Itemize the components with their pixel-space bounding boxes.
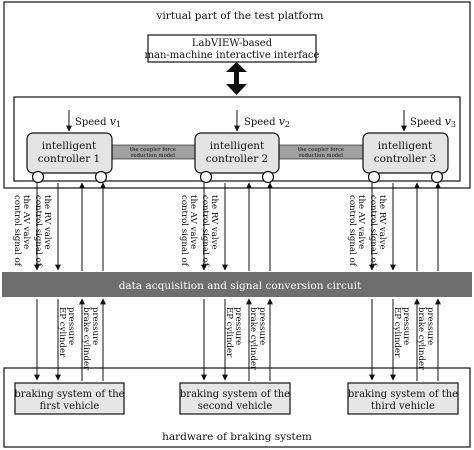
ctrl1-rv-signal-label-line1: control signal of [33, 195, 43, 267]
hmi-label-line1: LabVIEW-based [192, 38, 273, 49]
speed-input-3: Speed v3 [401, 110, 456, 132]
braking-system-3-line2: third vehicle [371, 401, 435, 412]
braking-system-3-line1: braking system of the [348, 389, 458, 400]
speed-input-2: Speed v2 [234, 110, 290, 132]
controller-2-box [194, 132, 280, 174]
controllers-frame [13, 96, 461, 182]
ctrl3-rv-signal-label-line1: control signal of [368, 195, 378, 267]
brake1-ep-label-line1: EP cylinder [57, 307, 67, 358]
controller-3-label-line2: controller 3 [374, 153, 437, 165]
braking-system-2-box [179, 382, 291, 415]
controller-1-label-line2: controller 1 [38, 153, 101, 165]
virtual-part-title: virtual part of the test platform [155, 10, 323, 22]
controller-1-wheel-right [94, 170, 108, 184]
brake2-ep-label-line2: pressure [233, 307, 243, 345]
controller-1-box [26, 132, 113, 174]
hmi-box [147, 34, 317, 63]
daq-bar [2, 272, 472, 297]
ctrl3-av-signal-label-line1: control signal of [347, 195, 357, 267]
svg-text:Speed v1: Speed v1 [75, 115, 121, 129]
coupler-label-2-line1: the coupler force [298, 147, 344, 153]
brake3-ep-label-line2: pressure [401, 307, 411, 345]
hardware-frame [3, 367, 471, 448]
ctrl3-av-signal-label-line2: the AV valve [356, 195, 366, 249]
controller-2-wheel-right [261, 170, 275, 184]
ctrl2-rv-signal-label-line2: the RV valve [209, 195, 219, 250]
ctrl1-av-signal-label-line2: the AV valve [21, 195, 31, 249]
svg-text:Speed v3: Speed v3 [410, 115, 456, 129]
daq-label: data acquisition and signal conversion c… [119, 280, 362, 292]
controller-1-wheel-left [31, 170, 45, 184]
brake1-ep-label-line2: pressure [66, 307, 76, 345]
svg-text:Speed v2: Speed v2 [244, 115, 290, 129]
coupler-label-1-line1: the coupler force [130, 147, 176, 153]
braking-system-2-line2: second vehicle [198, 401, 273, 412]
brake2-bc-label-line2: pressure [257, 307, 267, 345]
ctrl1-av-signal-label-line1: control signal of [12, 195, 22, 267]
brake3-ep-label-line1: EP cylinder [392, 307, 402, 358]
ctrl1-rv-signal-label-line2: the RV valve [42, 195, 52, 250]
braking-system-3-box [347, 382, 459, 415]
controller-2-wheel-left [199, 170, 213, 184]
controller-3-wheel-right [430, 170, 444, 184]
controller-1-label-line1: intelligent [42, 140, 97, 152]
coupler-label-1-line2: reduction model [131, 153, 175, 159]
hmi-label-line2: man-machine interactive interface [145, 50, 320, 61]
ctrl3-rv-signal-label-line2: the RV valve [377, 195, 387, 250]
braking-system-1-line1: braking system of the [14, 389, 124, 400]
brake3-bc-label-line2: pressure [425, 307, 435, 345]
ctrl2-rv-signal-label-line1: control signal of [200, 195, 210, 267]
brake3-bc-label-line1: brake cylinder [416, 307, 426, 371]
brake1-bc-label-line1: brake cylinder [81, 307, 91, 371]
ctrl2-av-signal-label-line1: control signal of [179, 195, 189, 267]
hmi-bidirectional-arrow [226, 62, 247, 95]
braking-system-2-line1: braking system of the [180, 389, 290, 400]
braking-system-1-box [14, 382, 125, 415]
virtual-part-frame [3, 1, 471, 189]
brake2-bc-label-line1: brake cylinder [248, 307, 258, 371]
hardware-title: hardware of braking system [162, 431, 312, 443]
braking-system-1-line2: first vehicle [40, 401, 100, 412]
controller-3-box [362, 132, 449, 174]
speed-input-1: Speed v1 [66, 110, 121, 132]
ctrl2-av-signal-label-line2: the AV valve [188, 195, 198, 249]
coupler-label-2-line2: reduction model [299, 153, 343, 159]
controller-2-label-line2: controller 2 [206, 153, 269, 165]
controller-2-label-line1: intelligent [210, 140, 265, 152]
brake1-bc-label-line2: pressure [90, 307, 100, 345]
controller-3-wheel-left [367, 170, 381, 184]
controller-3-label-line1: intelligent [378, 140, 433, 152]
brake2-ep-label-line1: EP cylinder [224, 307, 234, 358]
